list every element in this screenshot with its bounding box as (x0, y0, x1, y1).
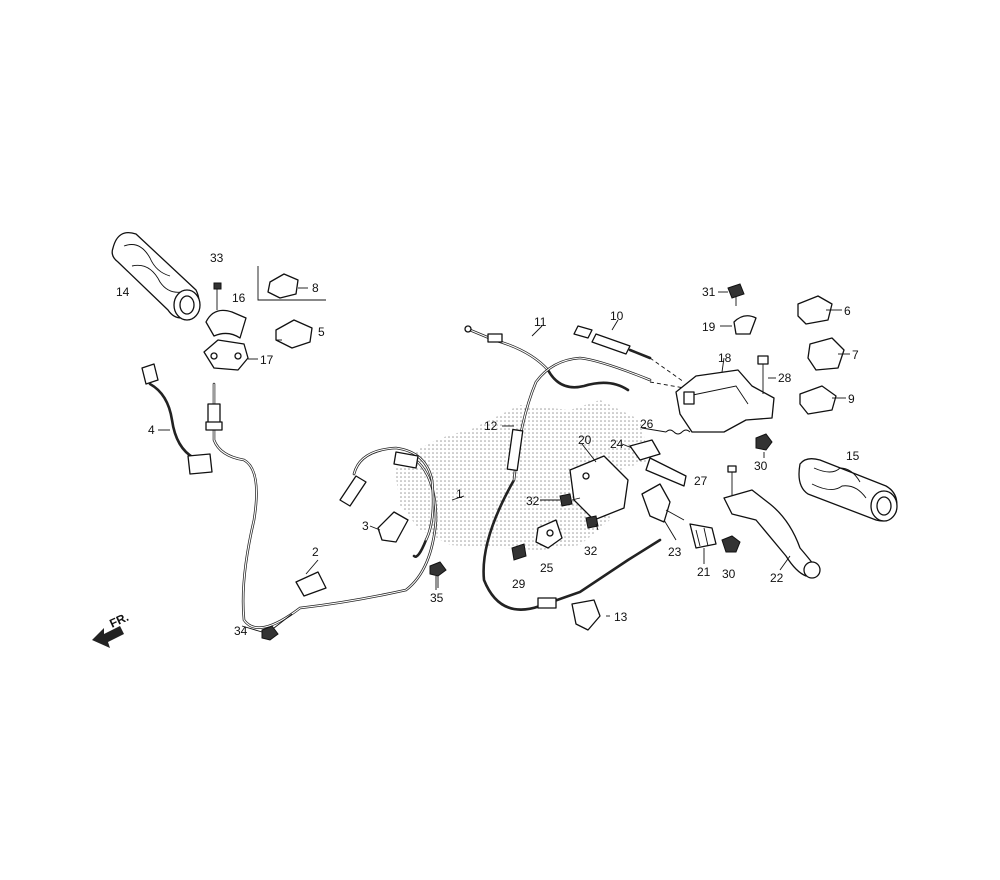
callout-30-lower: 30 (722, 567, 736, 581)
switch-8-group (257, 266, 326, 301)
callout-7: 7 (852, 348, 859, 362)
switch-housing-18 (675, 369, 775, 433)
switch-housing-cover-16 (205, 309, 247, 339)
front-indicator-label: FR. (107, 610, 130, 631)
callout-17: 17 (260, 353, 274, 367)
callout-25: 25 (540, 561, 554, 575)
cable-11 (464, 325, 630, 392)
leader-lines (241, 291, 850, 633)
screw-32-lower (585, 515, 599, 529)
housing-cover-20 (569, 455, 629, 521)
callout-31: 31 (702, 285, 716, 299)
callout-15: 15 (846, 449, 860, 463)
callout-10: 10 (610, 309, 624, 323)
cable-10 (573, 325, 685, 383)
callout-30-upper: 30 (754, 459, 768, 473)
plate-25 (535, 519, 563, 549)
switch-9 (799, 385, 837, 415)
boot-21 (689, 523, 717, 549)
callout-32-lower: 32 (584, 544, 598, 558)
brake-cable-2 (205, 382, 438, 629)
callout-5: 5 (318, 325, 325, 339)
callout-16: 16 (232, 291, 246, 305)
callout-labels: 1 2 3 4 5 6 7 8 9 10 11 12 13 14 15 16 1… (116, 251, 860, 638)
front-direction-arrow-icon (92, 626, 124, 648)
cap-19 (733, 315, 757, 335)
bolt-27 (727, 465, 737, 496)
callout-8: 8 (312, 281, 319, 295)
callout-23: 23 (668, 545, 682, 559)
callout-19: 19 (702, 320, 716, 334)
brake-lever-22 (723, 489, 821, 579)
cable-13 (537, 538, 662, 631)
callout-22: 22 (770, 571, 784, 585)
callout-26: 26 (640, 417, 654, 431)
callout-2: 2 (312, 545, 319, 559)
screw-29 (511, 543, 527, 561)
callout-4: 4 (148, 423, 155, 437)
callout-34: 34 (234, 624, 248, 638)
callout-32-upper: 32 (526, 494, 540, 508)
callout-12: 12 (484, 419, 498, 433)
spring-26 (665, 429, 691, 435)
throttle-cable-1 (339, 446, 435, 558)
harness-connector-4 (141, 363, 213, 475)
callout-18: 18 (718, 351, 732, 365)
switch-5 (275, 319, 313, 349)
callout-28: 28 (778, 371, 792, 385)
switch-7 (807, 337, 845, 371)
cable-12 (482, 356, 685, 611)
right-grip (798, 458, 898, 522)
callout-33: 33 (210, 251, 224, 265)
callout-1: 1 (456, 487, 463, 501)
switch-24 (629, 439, 687, 487)
callout-24: 24 (610, 437, 624, 451)
callout-29: 29 (512, 577, 526, 591)
bolt-28 (757, 355, 769, 394)
bolt-34 (261, 613, 293, 641)
switch-6 (797, 295, 833, 325)
bolt-35 (429, 561, 447, 588)
callout-35: 35 (430, 591, 444, 605)
callout-14: 14 (116, 285, 130, 299)
bracket-23 (641, 483, 685, 523)
switch-housing-clamp-17 (203, 339, 249, 371)
callout-6: 6 (844, 304, 851, 318)
bolt-31 (727, 283, 745, 306)
callout-21: 21 (697, 565, 711, 579)
nut-30-upper (755, 433, 773, 451)
callout-20: 20 (578, 433, 592, 447)
callout-9: 9 (848, 392, 855, 406)
nut-30-lower (721, 535, 741, 553)
screw-33 (213, 282, 222, 310)
screw-32-upper (559, 493, 581, 507)
callout-13: 13 (614, 610, 628, 624)
callout-3: 3 (362, 519, 369, 533)
left-grip (111, 231, 201, 321)
cable-clip-3 (377, 511, 409, 543)
callout-11: 11 (534, 315, 547, 329)
callout-27: 27 (694, 474, 708, 488)
